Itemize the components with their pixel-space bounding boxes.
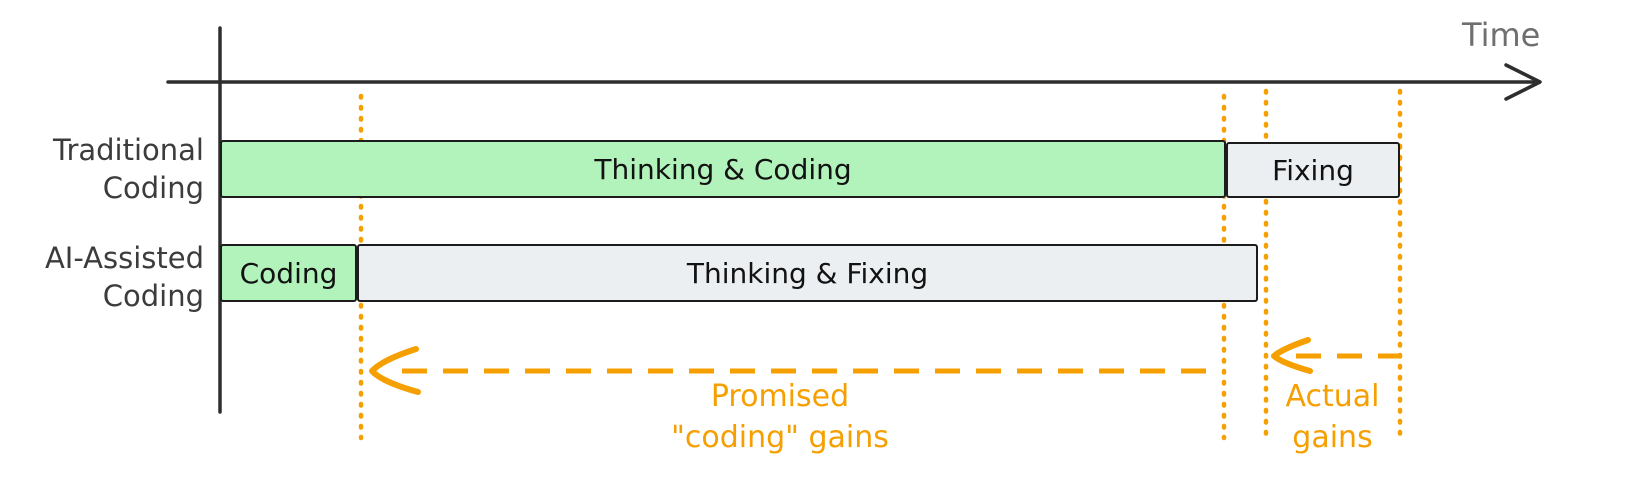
bar-coding: Coding — [220, 244, 357, 302]
promised-gains-arrowhead-icon — [369, 346, 421, 395]
time-axis-label: Time — [1462, 16, 1541, 54]
row-label-line: Coding — [102, 171, 204, 205]
bar-thinking-and-fixing: Thinking & Fixing — [357, 244, 1258, 302]
bar-thinking-and-coding: Thinking & Coding — [220, 140, 1226, 198]
bar-label: Thinking & Coding — [594, 152, 852, 186]
actual-gains-label-line: Actual — [1285, 379, 1380, 414]
bar-fixing: Fixing — [1226, 142, 1400, 198]
row-label-ai-assisted-coding: AI-Assisted Coding — [14, 239, 204, 315]
row-label-traditional-coding: Traditional Coding — [14, 131, 204, 207]
promised-gains-label-line: Promised — [710, 379, 850, 414]
actual-gains-label-line: gains — [1292, 420, 1373, 455]
promised-gains-label-line: "coding" gains — [671, 420, 889, 455]
row-label-line: Traditional — [53, 133, 204, 167]
bar-label: Thinking & Fixing — [686, 256, 929, 290]
row-label-line: Coding — [102, 279, 204, 313]
row-label-line: AI-Assisted — [44, 241, 204, 275]
actual-gains-arrowhead-icon — [1271, 337, 1313, 374]
bar-label: Coding — [239, 256, 338, 290]
actual-gains-label: Actual gains — [1260, 376, 1405, 458]
bar-label: Fixing — [1272, 153, 1354, 187]
time-axis-arrowhead-icon — [1504, 63, 1542, 101]
promised-gains-label: Promised "coding" gains — [560, 376, 1000, 458]
